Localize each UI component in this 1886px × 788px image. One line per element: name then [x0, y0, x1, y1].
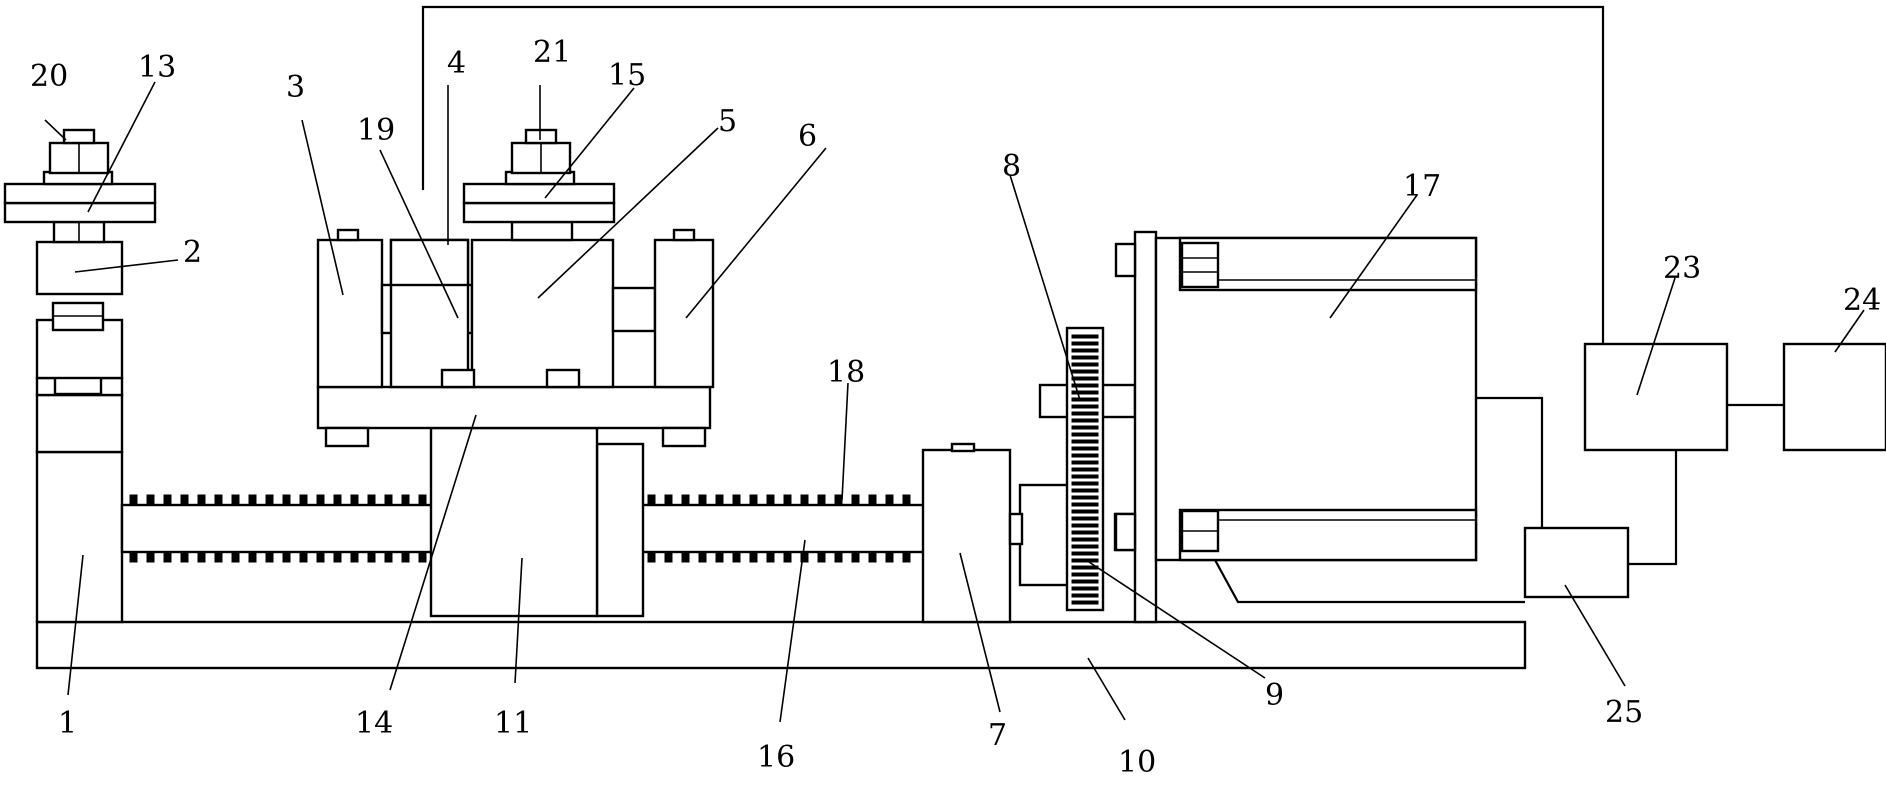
- label-14: 14: [355, 706, 393, 741]
- post-upper-block: [35, 393, 124, 454]
- coupling-hub: [1018, 483, 1074, 587]
- clamp-block-right: [653, 238, 715, 389]
- nut-guide: [595, 442, 645, 618]
- label-24: 24: [1843, 283, 1881, 318]
- label-16: 16: [757, 740, 795, 775]
- label-10: 10: [1118, 745, 1156, 780]
- label-2: 2: [183, 235, 202, 270]
- motor-top-band: [1178, 236, 1478, 292]
- label-15: 15: [608, 58, 646, 93]
- label-13: 13: [138, 50, 176, 85]
- motor-mount-plate: [1133, 230, 1158, 624]
- mount-bolt-upper: [1114, 242, 1137, 278]
- label-20: 20: [30, 59, 68, 94]
- label-25: 25: [1605, 695, 1643, 730]
- label-19: 19: [357, 113, 395, 148]
- gear-teeth: [1071, 334, 1099, 605]
- wire-motor-25: [1476, 396, 1544, 528]
- block-bolt-a: [440, 368, 476, 389]
- mid-pulley-shaft: [510, 220, 574, 242]
- carriage-foot-left: [324, 426, 370, 448]
- label-3: 3: [286, 70, 305, 105]
- label-11: 11: [494, 706, 532, 741]
- clamp-block-right-bolt: [672, 228, 696, 242]
- mid-pulley-lower: [462, 201, 616, 224]
- label-8: 8: [1002, 149, 1021, 184]
- mid-top-bolt: [524, 128, 558, 145]
- mid-pulley-upper: [462, 182, 616, 205]
- label-5: 5: [718, 104, 737, 139]
- label-23: 23: [1663, 251, 1701, 286]
- right-link-bar: [611, 286, 657, 333]
- block-4: [389, 238, 470, 287]
- box-24: [1782, 342, 1886, 452]
- left-pulley-upper: [3, 182, 157, 205]
- nut-seat: [429, 426, 599, 618]
- left-support-post: [35, 450, 124, 624]
- label-6: 6: [798, 119, 817, 154]
- label-9: 9: [1265, 678, 1284, 713]
- bearing-support: [921, 448, 1012, 624]
- bearing-support-bolt: [950, 442, 976, 453]
- label-1: 1: [58, 706, 77, 741]
- box-23: [1583, 342, 1729, 452]
- clamp-block-left-bolt: [336, 228, 360, 242]
- base-plate: [35, 620, 1527, 670]
- control-wire: [421, 5, 1605, 350]
- clamp-block-left: [316, 238, 384, 389]
- box-25: [1523, 526, 1630, 599]
- carriage-foot-right: [661, 426, 707, 448]
- label-21: 21: [533, 35, 571, 70]
- label-17: 17: [1403, 169, 1441, 204]
- coupling-ring: [1008, 512, 1024, 546]
- motor-top-nut: [1180, 241, 1220, 289]
- leader-lines: [44, 81, 1865, 723]
- block-bolt-b: [545, 368, 581, 389]
- label-7: 7: [988, 718, 1007, 753]
- left-top-bolt: [62, 128, 96, 145]
- label-4: 4: [447, 46, 466, 81]
- carriage-plate: [316, 385, 712, 430]
- motor-bottom-band: [1178, 508, 1478, 562]
- label-18: 18: [827, 355, 865, 390]
- screw-threads: [129, 494, 911, 563]
- left-pulley-lower: [3, 201, 157, 224]
- central-block: [470, 238, 615, 389]
- mount-bolt-lower: [1114, 512, 1137, 552]
- wire-25-23: [1628, 450, 1678, 566]
